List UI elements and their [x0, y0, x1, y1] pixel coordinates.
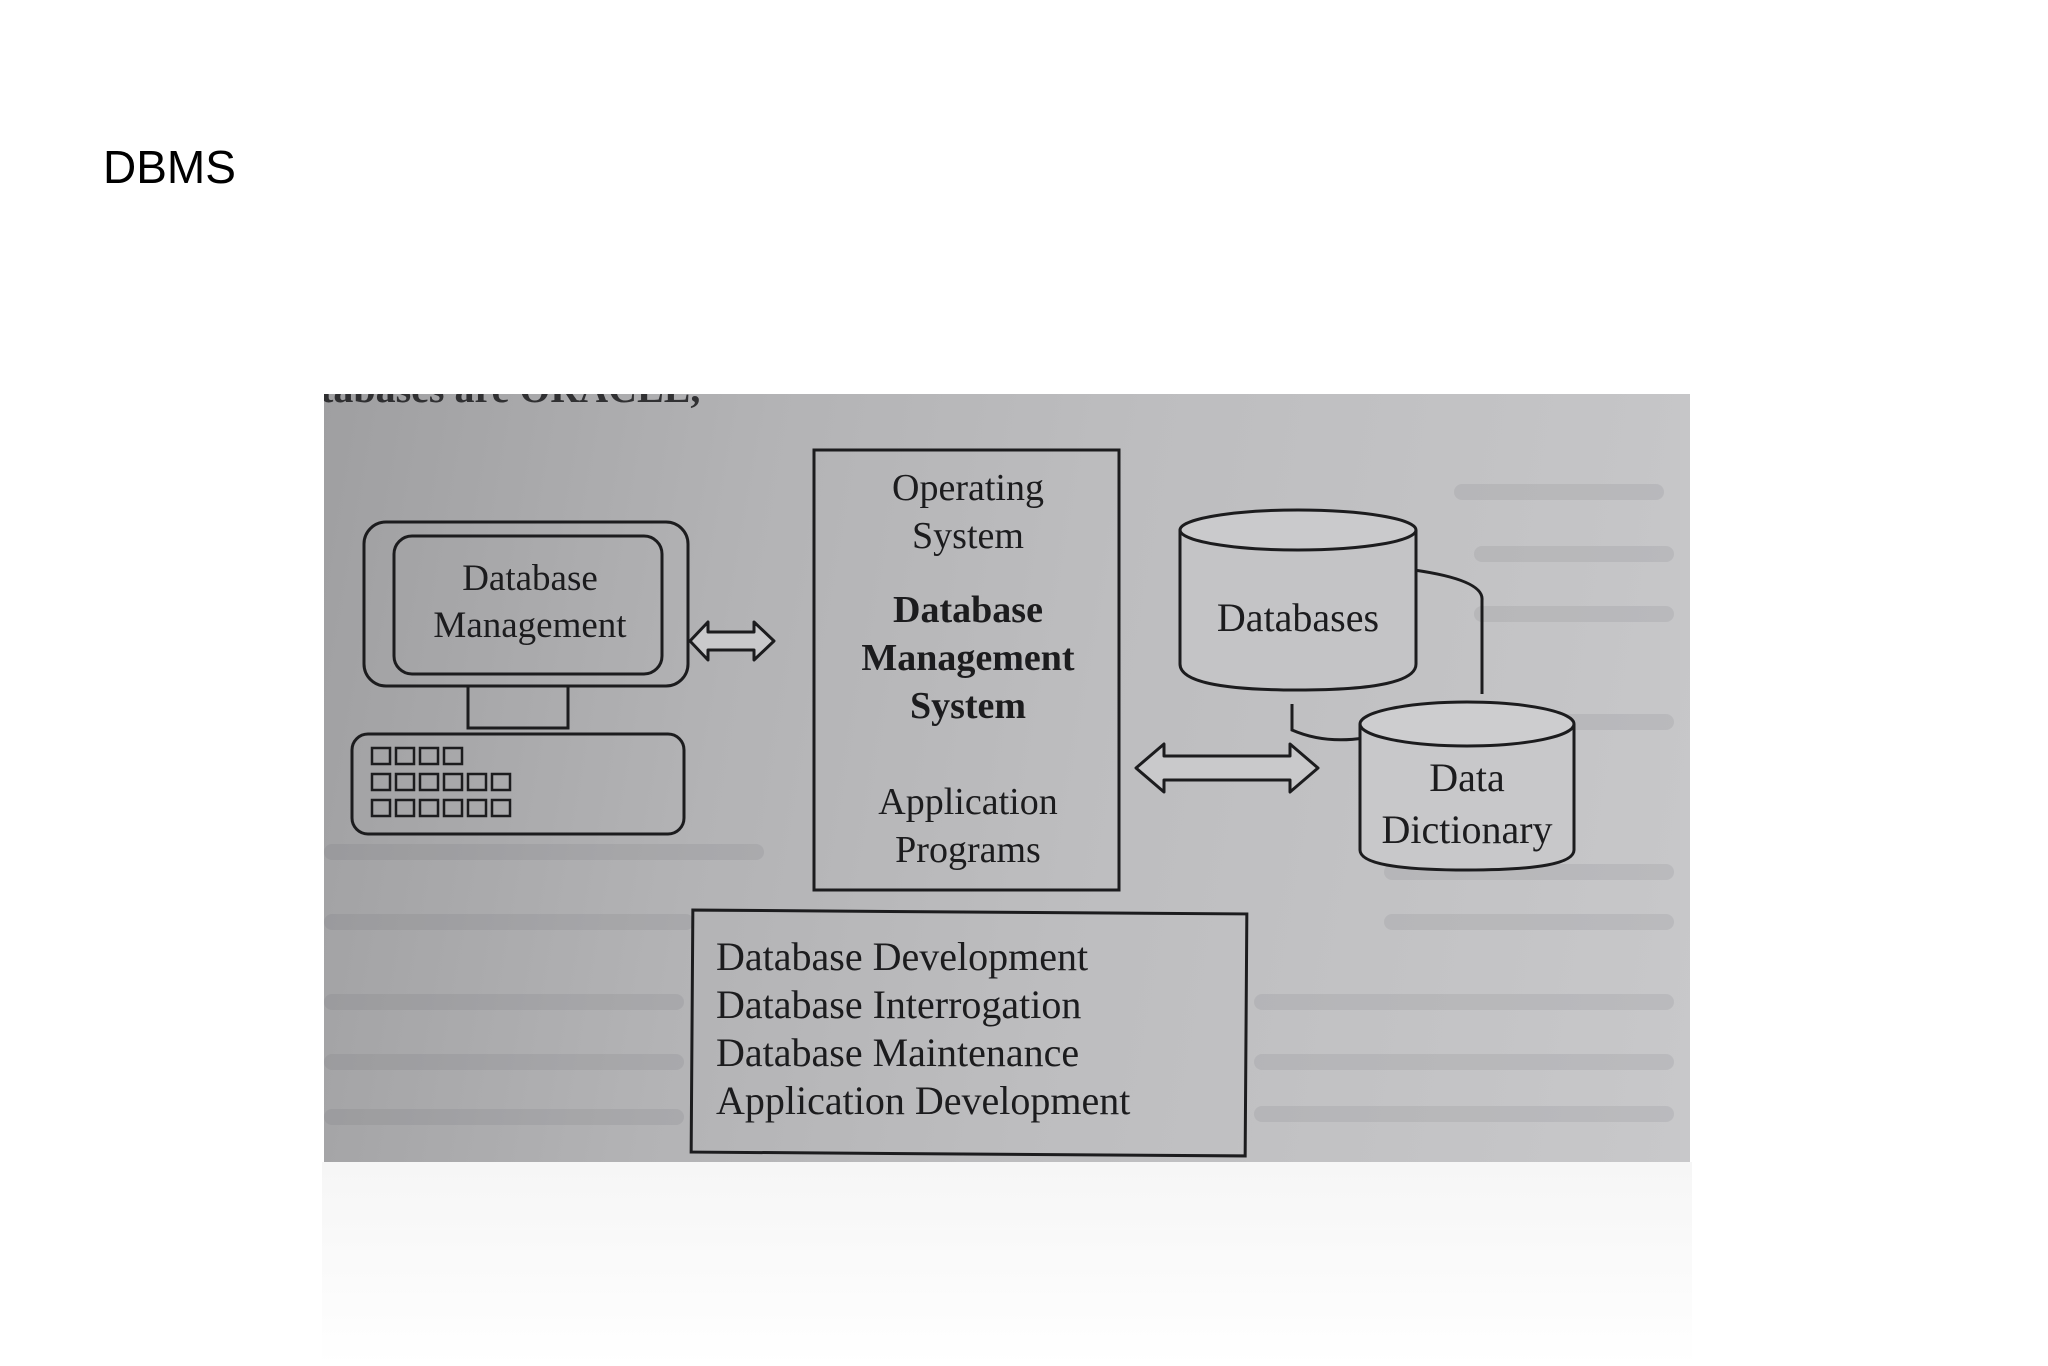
background-text-line — [1384, 914, 1674, 930]
background-text-line — [1454, 484, 1664, 500]
function-line-4: Application Development — [716, 1078, 1130, 1123]
databases-label: Databases — [1217, 595, 1379, 640]
top-text-fragment: tabases are ORACLE, — [324, 394, 700, 411]
computer-label-line-1: Database — [462, 558, 598, 599]
function-line-2: Database Interrogation — [716, 982, 1081, 1027]
slide-title: DBMS — [103, 141, 236, 193]
keyboard — [350, 732, 686, 836]
os-line-2: System — [912, 515, 1024, 557]
databases-cylinder — [1178, 508, 1418, 692]
background-text-line — [324, 844, 764, 860]
monitor-frame — [362, 520, 690, 688]
background-text-line — [1254, 1106, 1674, 1122]
background-text-line — [1254, 1054, 1674, 1070]
computer-label-line-2: Management — [433, 605, 627, 646]
function-line-1: Database Development — [716, 934, 1088, 979]
background-text-line — [1254, 994, 1674, 1010]
left-double-arrow — [688, 620, 776, 662]
app-line-1: Application — [878, 781, 1057, 823]
data-dictionary-cylinder — [1358, 700, 1576, 872]
function-line-3: Database Maintenance — [716, 1030, 1079, 1075]
dbms-line-2: Management — [861, 637, 1075, 679]
background-text-line — [324, 1054, 684, 1070]
dbms-box — [812, 448, 1121, 892]
monitor-screen — [392, 534, 664, 676]
background-text-line — [324, 994, 684, 1010]
dbms-line-1: Database — [893, 589, 1043, 631]
functions-box — [689, 908, 1249, 1158]
keyboard-keys — [370, 746, 512, 818]
dbms-diagram: tabases are ORACLE, Database Management … — [324, 394, 1576, 1158]
dbms-line-3: System — [910, 685, 1026, 727]
right-double-arrow — [1134, 742, 1320, 794]
background-text-line — [1474, 606, 1674, 622]
diagram-photo: tabases are ORACLE, Database Management … — [324, 394, 1690, 1162]
photo-bottom-fade — [322, 1162, 1692, 1366]
app-line-2: Programs — [895, 829, 1041, 871]
background-text-line — [1474, 546, 1674, 562]
os-line-1: Operating — [892, 467, 1044, 509]
background-text-line — [324, 914, 694, 930]
dictionary-line-1: Data — [1429, 755, 1505, 800]
dictionary-line-2: Dictionary — [1381, 807, 1552, 852]
monitor-stand — [466, 684, 570, 730]
back-cylinder — [1290, 568, 1484, 742]
background-text-line — [324, 1109, 684, 1125]
